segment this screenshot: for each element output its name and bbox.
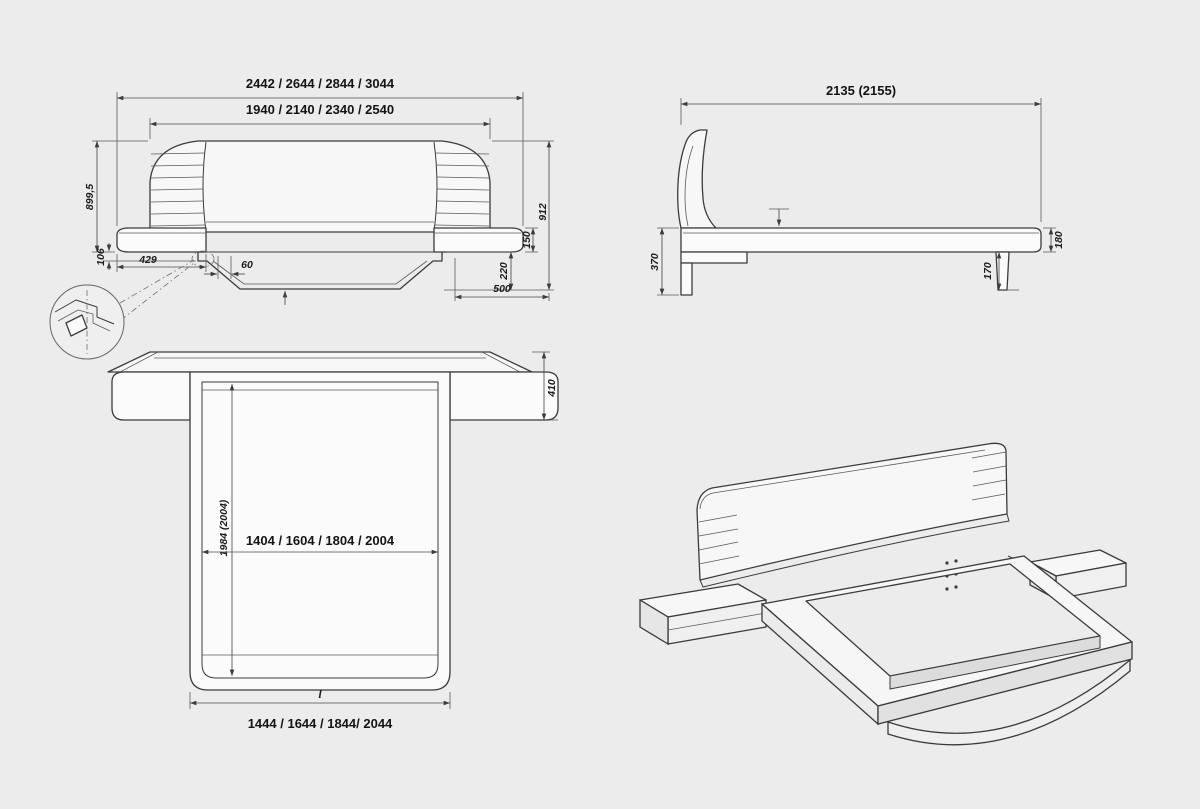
dim-side-length: 2135 (2155) <box>680 83 1042 222</box>
detail-content <box>54 290 115 354</box>
plan-right-nightstand <box>449 371 559 421</box>
detail-bracket <box>65 314 88 337</box>
dim-front-220: 220 <box>447 251 516 290</box>
front-headboard-end-seams <box>202 141 438 233</box>
iso-headboard <box>696 442 1008 581</box>
side-rail <box>680 227 1042 253</box>
iso-frame-foot-rail-face <box>877 641 1133 725</box>
dim-front-106: 106 <box>95 243 196 270</box>
plan-view: 410 1984 (2004) 1404 / 1604 / 1804 / 200… <box>107 351 559 731</box>
front-500-label: 500 <box>493 283 511 295</box>
plan-frame-inner <box>201 381 439 679</box>
front-inner-width-label: 1940 / 2140 / 2340 / 2540 <box>246 102 394 117</box>
front-429-label: 429 <box>138 254 157 266</box>
plan-inner-widths-label: 1404 / 1604 / 1804 / 2004 <box>246 533 395 548</box>
front-right-nightstand <box>433 227 524 253</box>
ext-lines <box>92 140 148 253</box>
plan-left-nightstand <box>111 371 191 421</box>
front-106-label: 106 <box>95 248 107 266</box>
ext-lines <box>680 98 1042 222</box>
front-base-inner <box>212 260 428 285</box>
plan-410-label: 410 <box>546 379 558 398</box>
iso-left-nightstand-drawer-line <box>667 612 767 631</box>
ext-lines <box>532 351 558 421</box>
side-370-label: 370 <box>649 253 661 271</box>
dim-plan-inner-length: 1984 (2004) <box>218 384 235 676</box>
dim-plan-410: 410 <box>532 351 558 421</box>
iso-headboard-thickness <box>699 513 1010 588</box>
front-height-right-label: 912 <box>537 203 549 221</box>
dim-front-height-left: 899,5 <box>84 140 148 253</box>
side-view: 2135 (2155) 370 180 170 <box>649 83 1065 296</box>
ext-lines <box>189 692 451 709</box>
front-overall-width-label: 2442 / 2644 / 2844 / 3044 <box>246 76 395 91</box>
detail-leader-lines <box>119 259 195 321</box>
detail-circle <box>49 259 195 360</box>
front-left-nightstand <box>116 227 207 253</box>
front-150-label: 150 <box>521 231 533 249</box>
ext-lines <box>149 118 491 139</box>
dim-side-170: 170 <box>982 252 1019 291</box>
iso-frame-inner-face <box>889 635 1101 690</box>
plan-inner-length-label: 1984 (2004) <box>218 499 230 556</box>
plan-headboard-band <box>107 351 533 373</box>
dim-plan-outer-widths: l 1444 / 1644 / 1844/ 2044 <box>189 687 451 731</box>
dim-plan-inner-widths: 1404 / 1604 / 1804 / 2004 <box>202 533 438 555</box>
iso-headboard-slats-right <box>971 451 1007 501</box>
front-base <box>197 251 443 290</box>
side-right-leg <box>995 251 1010 291</box>
side-headboard-inner <box>684 145 694 227</box>
front-headboard <box>149 140 491 233</box>
front-height-left-label: 899,5 <box>84 184 96 210</box>
front-220-label: 220 <box>498 262 510 281</box>
ext-lines <box>444 140 554 291</box>
iso-headboard-slats-left <box>698 514 740 565</box>
ext-lines <box>116 92 524 226</box>
front-view: 2442 / 2644 / 2844 / 3044 1940 / 2140 / … <box>84 76 554 305</box>
detail-panel-edge <box>54 299 115 325</box>
dim-front-500: 500 <box>454 258 550 301</box>
plan-frame-outer <box>189 371 451 691</box>
dim-front-60: 60 <box>204 256 253 279</box>
plan-frame-details <box>202 389 438 656</box>
dim-side-180: 180 <box>1043 227 1065 253</box>
side-length-label: 2135 (2155) <box>826 83 896 98</box>
side-left-support <box>680 262 693 296</box>
front-headboard-slats <box>150 152 490 227</box>
plan-band-inner <box>119 351 521 373</box>
plan-l-label: l <box>318 687 322 701</box>
plan-outer-widths-label: 1444 / 1644 / 1844/ 2044 <box>248 716 393 731</box>
front-frame-rail <box>206 231 434 253</box>
dim-front-height-right: 912 <box>444 140 554 291</box>
ext-lines <box>217 256 232 279</box>
iso-headboard-top-line <box>699 449 986 510</box>
detail-panel-inner <box>57 309 111 332</box>
iso-left-nightstand-side <box>639 598 669 646</box>
side-nightstand-profile <box>680 251 748 264</box>
iso-left-nightstand <box>639 583 767 646</box>
dim-front-429: 429 <box>116 254 207 272</box>
dim-side-370: 370 <box>649 227 679 296</box>
dim-front-overall: 2442 / 2644 / 2844 / 3044 <box>116 76 524 226</box>
side-180-label: 180 <box>1053 231 1065 249</box>
front-60-label: 60 <box>241 259 253 271</box>
dim-front-inner: 1940 / 2140 / 2340 / 2540 <box>149 102 491 139</box>
dim-front-150: 150 <box>521 227 538 253</box>
side-170-label: 170 <box>982 262 994 280</box>
isometric-view <box>639 442 1133 746</box>
iso-foot-apron <box>887 658 1131 746</box>
side-headboard-profile <box>677 129 717 229</box>
